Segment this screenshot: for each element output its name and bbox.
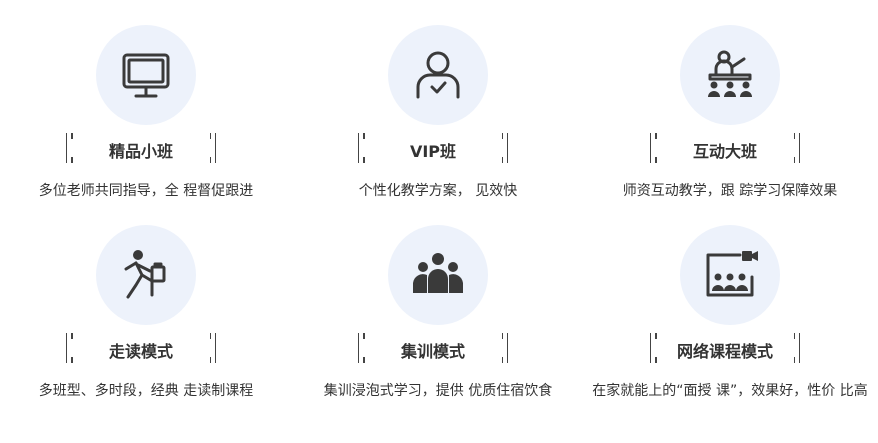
running-person-icon [124,250,166,299]
feature-description: 多班型、多时段，经典 走读制课程 [38,383,254,399]
bracket-left [66,133,73,163]
feature-description: 师资互动教学，跟 踪学习保障效果 [622,183,838,199]
feature-title-frame: 互动大班 [650,133,800,165]
bracket-right [501,333,508,363]
feature-title: 互动大班 [692,142,757,161]
feature-icon-circle [96,225,196,325]
bracket-right [793,333,800,363]
feature-icon-circle [680,225,780,325]
feature-card-vip[interactable]: VIP班 个性化教学方案， 见效快 [292,0,584,210]
feature-icon-circle [388,225,488,325]
monitor-icon [122,53,170,98]
video-conference-icon [706,251,758,297]
feature-title-frame: 精品小班 [66,133,216,165]
feature-title-frame: 集训模式 [358,333,508,365]
bracket-left [66,333,73,363]
bracket-right [793,133,800,163]
user-check-icon [416,51,460,99]
bracket-right [209,333,216,363]
bracket-left [358,333,365,363]
bracket-left [650,133,657,163]
feature-title: 网络课程模式 [676,342,773,361]
feature-card-interactive-class[interactable]: 互动大班 师资互动教学，跟 踪学习保障效果 [584,0,876,210]
feature-title: VIP班 [409,142,457,161]
feature-icon-circle [680,25,780,125]
feature-title-frame: VIP班 [358,133,508,165]
feature-title: 集训模式 [400,342,465,361]
feature-description: 个性化教学方案， 见效快 [358,183,518,199]
feature-title-frame: 走读模式 [66,333,216,365]
bracket-left [358,133,365,163]
feature-title-frame: 网络课程模式 [650,333,800,365]
bracket-right [501,133,508,163]
feature-title: 走读模式 [108,342,173,361]
feature-description: 多位老师共同指导，全 程督促跟进 [38,183,254,199]
classroom-icon [708,50,752,97]
feature-icon-circle [388,25,488,125]
group-people-icon [413,253,463,293]
feature-description: 集训浸泡式学习，提供 优质住宿饮食 [323,383,553,399]
feature-icon-circle [96,25,196,125]
feature-card-small-class[interactable]: 精品小班 多位老师共同指导，全 程督促跟进 [0,0,292,210]
feature-title: 精品小班 [108,142,173,161]
feature-card-intensive[interactable]: 集训模式 集训浸泡式学习，提供 优质住宿饮食 [292,200,584,410]
bracket-right [209,133,216,163]
bracket-left [650,333,657,363]
feature-description: 在家就能上的“面授 课”，效果好，性价 比高 [592,383,868,399]
feature-card-day-study[interactable]: 走读模式 多班型、多时段，经典 走读制课程 [0,200,292,410]
feature-card-online[interactable]: 网络课程模式 在家就能上的“面授 课”，效果好，性价 比高 [584,200,876,410]
